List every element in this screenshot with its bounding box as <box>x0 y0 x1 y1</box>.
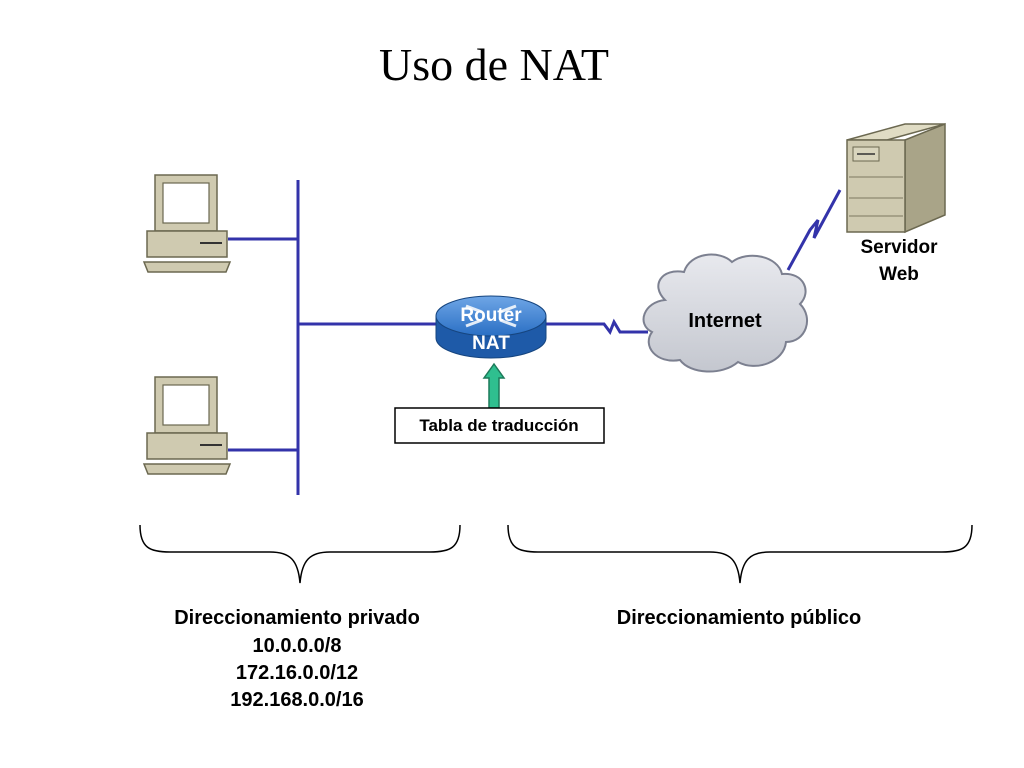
public-brace <box>507 524 973 584</box>
arrow-up-icon <box>482 362 506 409</box>
router-label-line2: NAT <box>472 333 510 354</box>
server-icon <box>846 122 946 234</box>
router-icon: Router NAT <box>435 295 547 359</box>
router-internet-link <box>545 318 648 336</box>
private-range-3: 192.168.0.0/16 <box>230 689 363 711</box>
pc-1-icon <box>142 174 232 273</box>
private-range-2: 172.16.0.0/12 <box>236 662 358 684</box>
internet-server-link <box>786 189 842 271</box>
translation-table-label: Tabla de traducción <box>419 416 578 435</box>
private-heading: Direccionamiento privado <box>174 607 420 629</box>
lan-links <box>228 180 842 495</box>
internet-cloud-icon: Internet <box>642 253 809 373</box>
server-label-line2: Web <box>879 264 919 285</box>
server-label-line1: Servidor <box>860 237 938 258</box>
private-range-1: 10.0.0.0/8 <box>253 635 342 657</box>
internet-label: Internet <box>688 310 762 332</box>
pc-2-icon <box>142 376 232 475</box>
private-brace <box>139 524 461 584</box>
page-title: Uso de NAT <box>379 39 609 90</box>
router-label-line1: Router <box>460 305 522 326</box>
translation-table-box: Tabla de traducción <box>394 407 605 444</box>
public-heading: Direccionamiento público <box>617 607 861 629</box>
